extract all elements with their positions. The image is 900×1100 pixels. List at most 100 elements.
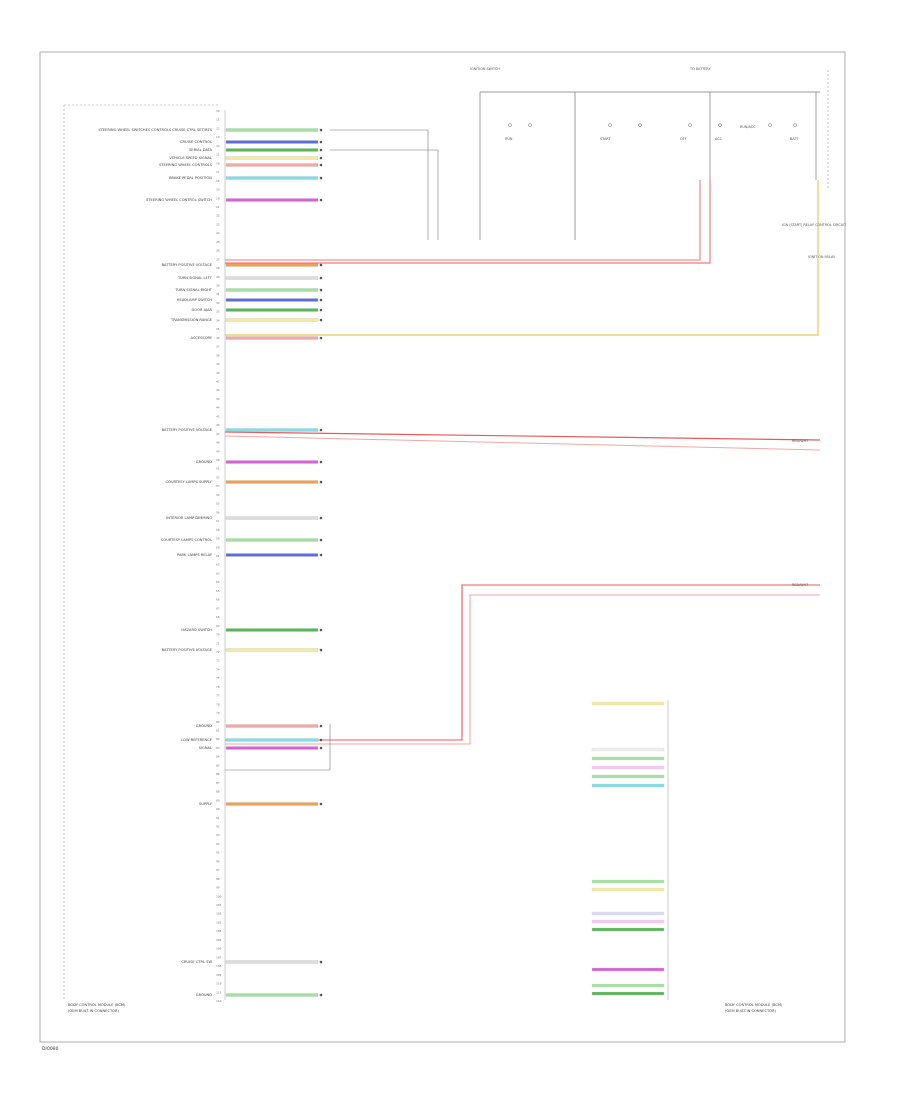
wire-connector-dot [319,163,323,167]
pin-number: 101 [216,903,222,907]
wire-stub [225,308,319,312]
wire-stub [225,628,319,632]
side-label: RED/WHT [792,583,809,587]
pin-number: 45 [216,414,220,418]
wire-stub [225,276,319,280]
pin-number: 24 [216,231,220,235]
wire-stub [225,738,319,742]
pin-number: 103 [216,921,222,925]
pin-number: 12 [216,127,220,131]
pin-number: 39 [216,362,220,366]
top-block-label: IGNITION SWITCH [470,67,500,71]
top-block-label: RUN/ACC [740,125,756,129]
wire-stub [225,516,319,520]
pin-number: 15 [216,153,220,157]
wire-stub [225,428,319,432]
wire-connector-dot [319,263,323,267]
wire-connector-dot [319,960,323,964]
left-row-label: SUPPLY [199,802,213,806]
pin-number: 76 [216,685,220,689]
pin-number: 30 [216,284,220,288]
pin-number: 34 [216,318,220,322]
wire-stub [225,263,319,267]
pin-number: 28 [216,266,220,270]
wire-connector-dot [319,298,323,302]
wire-connector-dot [319,460,323,464]
pin-number: 69 [216,624,220,628]
wire-stub [225,128,319,132]
pin-number: 111 [216,990,222,994]
wire-stub [225,460,319,464]
wire-connector-dot [319,724,323,728]
pin-number: 93 [216,833,220,837]
top-block-label: OFF [680,137,687,141]
wire-stub [225,148,319,152]
pin-number: 78 [216,702,220,706]
wire-stub [225,993,319,997]
wire-connector-dot [319,288,323,292]
pin-number: 97 [216,868,220,872]
pin-number: 25 [216,240,220,244]
pin-number: 110 [216,982,222,986]
pin-number: 100 [216,894,222,898]
pin-number: 88 [216,790,220,794]
pin-number: 41 [216,380,220,384]
wire-stub [225,553,319,557]
left-row-group: STEERING WHEEL SWITCHES CONTROLS CRUISE … [98,128,323,997]
left-row-label: CRUISE CTRL SW [181,960,212,964]
pin-number: 32 [216,301,220,305]
wire-stub [225,648,319,652]
pin-number: 59 [216,537,220,541]
left-row-label: PARK LAMPS RELAY [177,553,213,557]
left-row-label: VEHICLE SPEED SIGNAL [169,156,212,160]
pin-number: 57 [216,519,220,523]
left-row-label: DOOR AJAR [192,308,213,312]
pin-number: 99 [216,886,220,890]
wire-connector-dot [319,308,323,312]
pin-number: 21 [216,205,220,209]
wire-connector-dot [319,428,323,432]
pin-number: 27 [216,257,220,261]
wire-stub [225,198,319,202]
wire-connector-dot [319,802,323,806]
pin-number: 52 [216,476,220,480]
pin-number: 98 [216,877,220,881]
wire-connector-dot [319,156,323,160]
wire-connector-dot [319,516,323,520]
left-row-label: HEADLAMP SWITCH [177,298,213,302]
wire-connector-dot [319,336,323,340]
pin-number: 36 [216,336,220,340]
pin-number: 53 [216,484,220,488]
pin-number: 56 [216,510,220,514]
left-row-label: TURN SIGNAL RIGHT [174,288,213,292]
left-row-label: TRANSMISSION RANGE [170,318,213,322]
wire-stub [225,163,319,167]
pin-number: 33 [216,310,220,314]
left-row-label: GROUND [196,993,212,997]
wire-connector-dot [319,176,323,180]
pin-number: 54 [216,493,220,497]
left-row-label: ACCESSORY [190,336,212,340]
wire-connector-dot [319,648,323,652]
pin-number: 60 [216,545,220,549]
top-block-label: RUN [505,137,513,141]
wire-connector-dot [319,148,323,152]
pin-number: 19 [216,188,220,192]
wire-stub [225,724,319,728]
pin-number: 16 [216,161,220,165]
wire-connector-dot [319,276,323,280]
pin-number: 63 [216,572,220,576]
pin-number: 40 [216,371,220,375]
ignition-switch-area: IGNITION SWITCH TO BATTERY RUN START OFF… [470,67,836,259]
top-block-label: IGNITION RELAY [808,255,836,259]
pin-number: 79 [216,711,220,715]
pin-number: 68 [216,615,220,619]
pin-number: 66 [216,598,220,602]
pin-number: 106 [216,947,222,951]
pin-number: 94 [216,842,220,846]
pin-number: 81 [216,729,220,733]
pin-number: 72 [216,650,220,654]
pin-number: 31 [216,292,220,296]
pin-number: 10 [216,109,220,113]
